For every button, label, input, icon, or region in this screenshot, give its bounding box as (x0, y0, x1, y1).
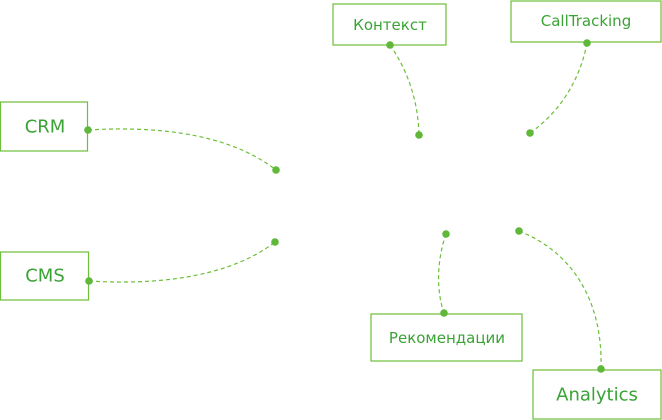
rekomendacii-connector (438, 233, 447, 314)
analytics-connector (518, 230, 602, 370)
calltracking-end-dot (526, 129, 534, 137)
calltracking-label: CallTracking (541, 12, 631, 30)
rekomendacii-label: Рекомендации (389, 329, 505, 347)
calltracking-node: CallTracking (510, 0, 662, 43)
crm-box (0, 101, 89, 152)
rekomendacii-box (370, 313, 523, 362)
cms-end-dot (271, 238, 279, 246)
kontekst-box (332, 3, 447, 46)
cms-start-dot (85, 277, 93, 285)
crm-connector (87, 128, 277, 171)
analytics-end-dot (597, 365, 605, 373)
cms-node: CMS (0, 251, 90, 301)
calltracking-connector (529, 42, 588, 134)
rekomendacii-end-dot (440, 309, 448, 317)
kontekst-node: Контекст (332, 3, 447, 46)
cms-label: CMS (25, 266, 65, 287)
analytics-node: Analytics (532, 369, 662, 420)
rekomendacii-node: Рекомендации (370, 313, 523, 362)
crm-end-dot (272, 166, 280, 174)
kontekst-start-dot (386, 41, 394, 49)
crm-label: CRM (25, 117, 66, 138)
rekomendacii-start-dot (442, 230, 450, 238)
analytics-box (532, 369, 662, 420)
kontekst-connector (389, 44, 420, 136)
analytics-start-dot (515, 227, 523, 235)
calltracking-start-dot (583, 39, 591, 47)
kontekst-end-dot (415, 131, 423, 139)
cms-connector (88, 241, 276, 283)
kontekst-label: Контекст (353, 16, 427, 34)
cms-box (0, 251, 90, 301)
analytics-label: Analytics (556, 385, 638, 406)
calltracking-box (510, 0, 662, 43)
crm-node: CRM (0, 101, 89, 152)
crm-start-dot (84, 126, 92, 134)
